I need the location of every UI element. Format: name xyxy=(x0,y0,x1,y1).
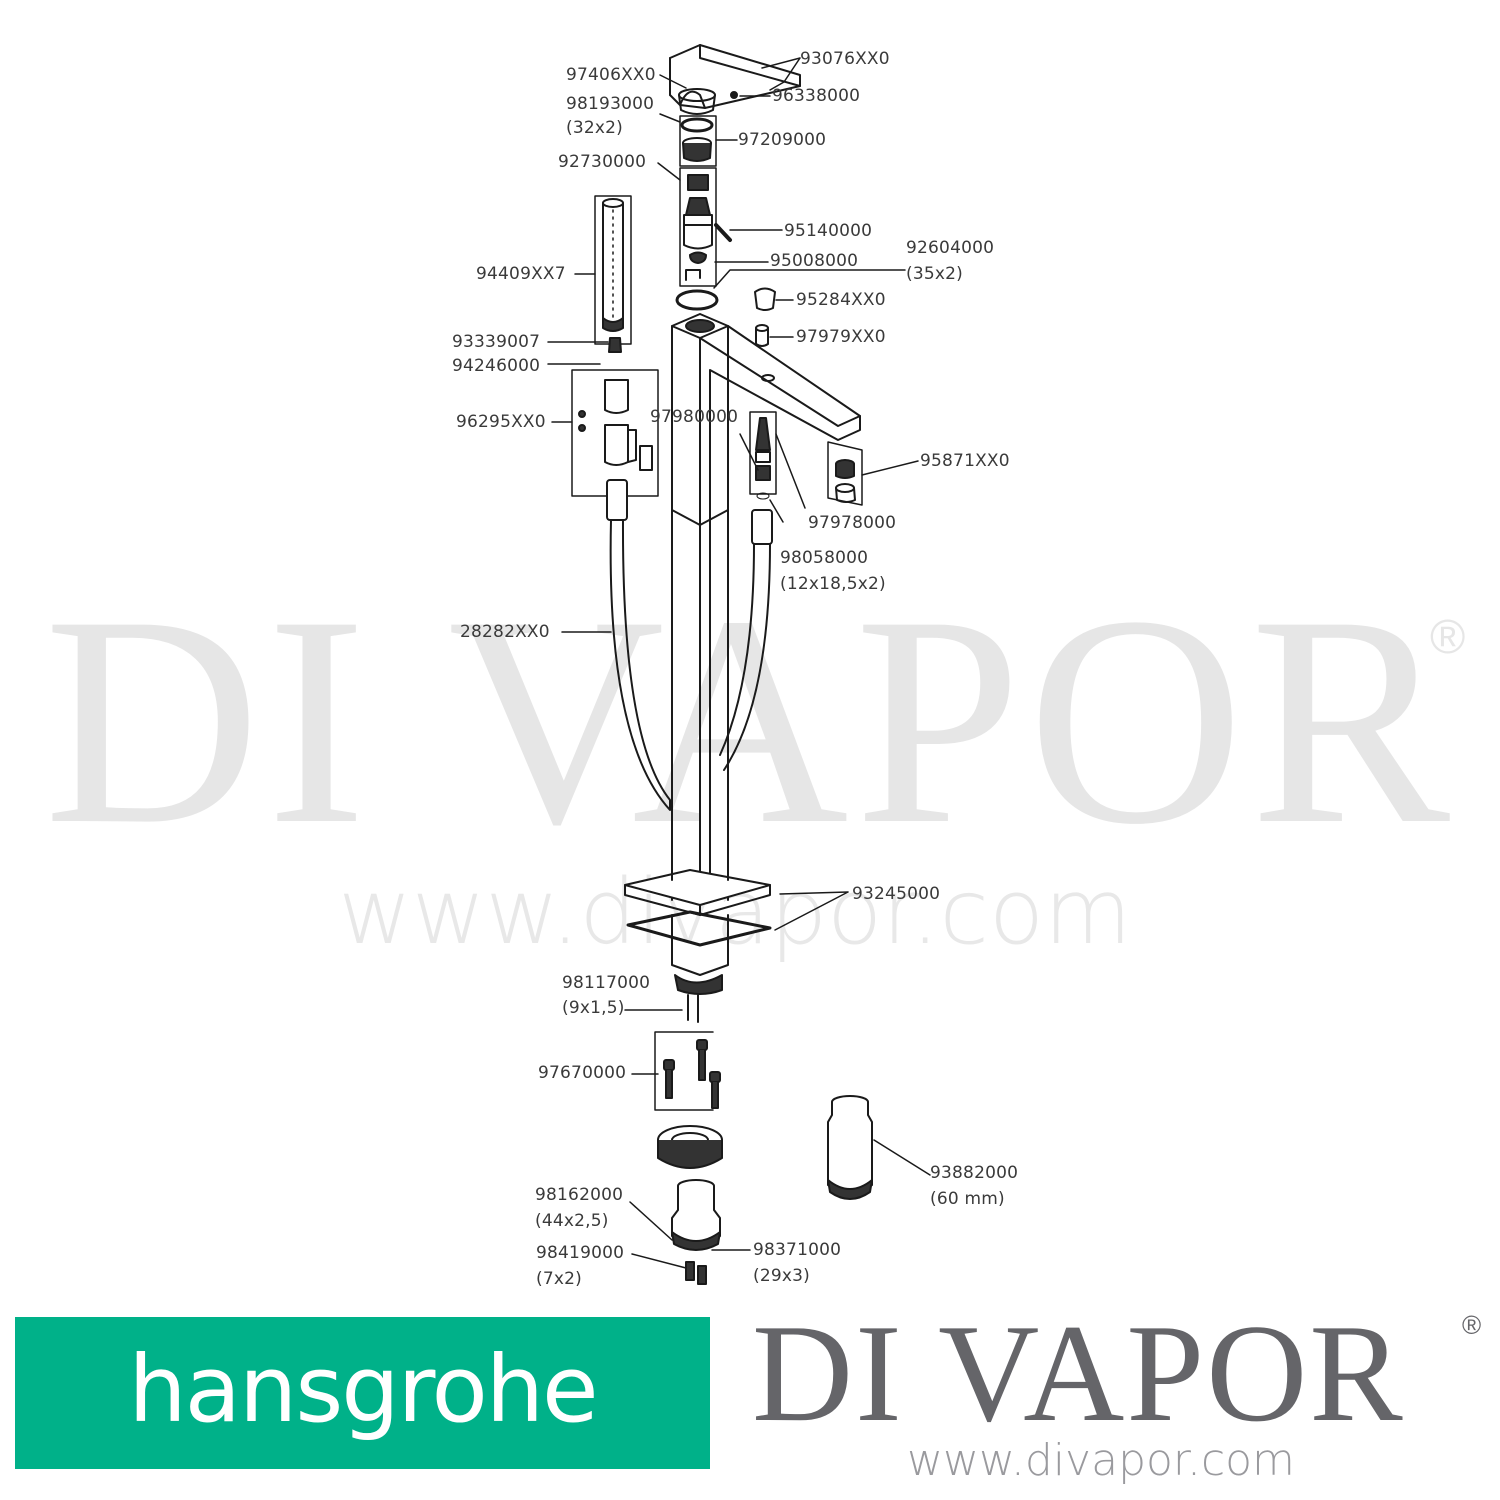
part-label-95284XX0: 95284XX0 xyxy=(796,290,886,310)
part-size-98371000: (29x3) xyxy=(753,1266,810,1286)
part-label-93339007: 93339007 xyxy=(452,332,541,352)
screws-group-bracket xyxy=(654,1031,714,1111)
part-label-94409XX7: 94409XX7 xyxy=(476,264,566,284)
holder-part xyxy=(578,379,653,471)
screw-part xyxy=(714,223,732,242)
part-label-97406XX0: 97406XX0 xyxy=(566,65,656,85)
aerator-group-bracket xyxy=(827,441,863,506)
part-label-92730000: 92730000 xyxy=(558,152,647,172)
left-hose-part xyxy=(606,479,671,811)
part-label-95871XX0: 95871XX0 xyxy=(920,451,1010,471)
small-cap-part xyxy=(755,324,769,347)
part-label-97670000: 97670000 xyxy=(538,1063,627,1083)
part-label-98419000: 98419000 xyxy=(536,1243,625,1263)
part-label-28282XX0: 28282XX0 xyxy=(460,622,550,642)
part-size-93882000: (60 mm) xyxy=(930,1189,1005,1209)
part-size-98419000: (7x2) xyxy=(536,1269,582,1289)
part-label-98117000: 98117000 xyxy=(562,973,651,993)
part-label-98058000: 98058000 xyxy=(780,548,869,568)
part-size-98162000: (44x2,5) xyxy=(535,1211,609,1231)
o-ring-35-part xyxy=(675,289,719,311)
diverter-valve-part xyxy=(755,417,771,500)
part-size-92604000: (35x2) xyxy=(906,264,963,284)
part-size-98117000: (9x1,5) xyxy=(562,998,625,1018)
base-plate-part xyxy=(624,869,772,976)
part-label-97209000: 97209000 xyxy=(738,130,827,150)
part-label-95140000: 95140000 xyxy=(784,221,873,241)
part-label-96295XX0: 96295XX0 xyxy=(456,412,546,432)
leader-lines xyxy=(547,57,931,1269)
part-label-97980000: 97980000 xyxy=(650,407,739,427)
hansgrohe-logo-text: hansgrohe xyxy=(128,1336,598,1443)
part-label-93245000: 93245000 xyxy=(852,884,941,904)
divapor-logo: DI VAPOR xyxy=(752,1296,1405,1451)
grub-screw-part xyxy=(730,91,738,99)
o-ring-part xyxy=(680,117,714,133)
extension-part xyxy=(827,1095,873,1200)
part-size-98193000: (32x2) xyxy=(566,118,623,138)
screws-part xyxy=(663,1039,721,1109)
insert-part xyxy=(685,1261,707,1285)
part-label-93076XX0: 93076XX0 xyxy=(800,49,890,69)
connector-part xyxy=(608,337,622,353)
divapor-url: www.divapor.com xyxy=(907,1435,1295,1486)
part-label-93882000: 93882000 xyxy=(930,1163,1019,1183)
watermark-registered-mark: ® xyxy=(1430,611,1466,664)
part-label-97979XX0: 97979XX0 xyxy=(796,327,886,347)
part-label-98193000: 98193000 xyxy=(566,94,655,114)
hansgrohe-logo: hansgrohe xyxy=(15,1317,710,1469)
divapor-registered-mark: ® xyxy=(1462,1310,1482,1340)
fitting-part xyxy=(671,1179,721,1251)
cover-cap-part xyxy=(678,88,716,115)
mounting-ring-part xyxy=(657,1125,723,1169)
part-label-97978000: 97978000 xyxy=(808,513,897,533)
part-label-98162000: 98162000 xyxy=(535,1185,624,1205)
nut-part xyxy=(682,137,712,162)
part-label-95008000: 95008000 xyxy=(770,251,859,271)
cartridge-part xyxy=(683,174,713,281)
aerator-part xyxy=(835,459,856,503)
part-size-98058000: (12x18,5x2) xyxy=(780,574,886,594)
part-label-98371000: 98371000 xyxy=(753,1240,842,1260)
group-bracket xyxy=(679,115,717,167)
part-label-92604000: 92604000 xyxy=(906,238,995,258)
part-label-94246000: 94246000 xyxy=(452,356,541,376)
hand-shower-part xyxy=(602,198,624,332)
connection-nipple-part xyxy=(674,974,723,1023)
lever-handle-part xyxy=(669,44,801,109)
part-label-96338000: 96338000 xyxy=(772,86,861,106)
main-body-part xyxy=(671,313,861,901)
cap-part xyxy=(754,287,776,311)
